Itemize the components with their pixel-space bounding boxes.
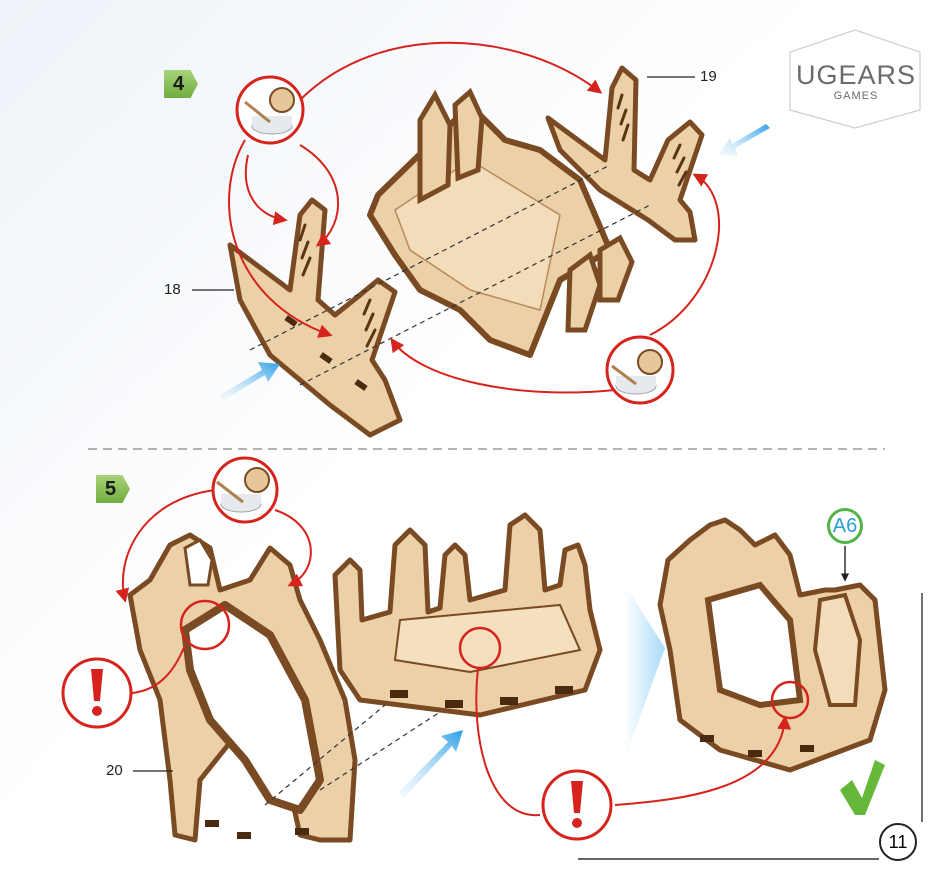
step4-center-frame [370,92,632,355]
part-label-18: 18 [164,281,181,298]
step5-part-20 [130,535,355,840]
step4-part-18 [230,200,400,435]
page-number: 11 [879,823,917,861]
logo-sub: GAMES [794,90,918,102]
step-number: 5 [105,478,116,501]
check-icon [840,760,885,815]
step-number: 4 [173,73,184,96]
direction-arrow-icon [220,362,280,400]
logo-name: UGEARS [794,60,918,91]
part-label-20: 20 [106,762,123,779]
direction-arrow-icon [718,124,770,156]
ugears-logo: UGEARS GAMES [790,28,920,128]
part-label-19: 19 [700,68,717,85]
step5-frame [335,515,600,715]
glue-icon [213,458,277,522]
glue-icon [237,77,303,143]
direction-arrow-icon [398,730,463,798]
warning-icon [63,659,131,727]
warning-icon [543,771,611,839]
step5-result-assembly [660,520,885,770]
glue-icon [607,337,673,403]
reference-badge: A6 [827,508,863,544]
